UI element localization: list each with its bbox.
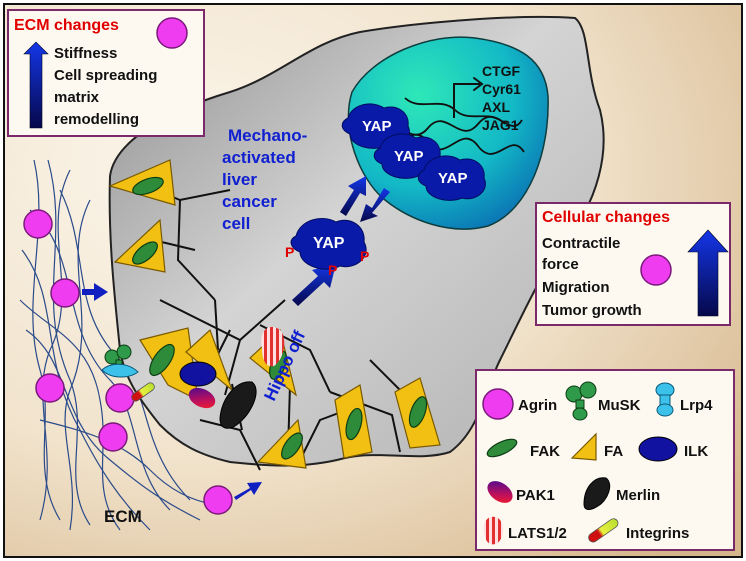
ecm-changes-item: remodelling [54,111,139,128]
musk-icon [565,381,597,421]
ecm-label: ECM [104,507,142,526]
legend-label: Lrp4 [680,397,713,414]
lats-icon [483,516,504,545]
cellular-changes-item: force [542,256,579,273]
transcription-arrow [453,77,484,118]
agrin-sphere-icon [156,17,188,49]
import-arrow [340,176,366,216]
legend-label: LATS1/2 [508,525,567,542]
hippo-off-arrow [292,264,336,306]
ecm-changes-item: Stiffness [54,45,117,62]
phospho-label: P [360,248,369,264]
cellular-changes-item: Tumor growth [542,302,642,319]
ecm-changes-box: ECM changes Stiffness Cell spreading mat… [7,9,205,137]
ecm-changes-title: ECM changes [14,17,119,34]
pak1-icon [487,481,513,503]
yap-shuttle-arrows [340,176,390,222]
fa-complex [334,384,373,459]
legend-label: PAK1 [516,487,555,504]
cell-label-line: cancer [222,192,277,211]
target-genes: CTGF Cyr61 AXL JAG1 [482,63,525,133]
merlin-icon [583,477,611,510]
lrp4-receptor [101,363,139,378]
cell-type-label: Mechano- activated liver cancer cell [222,126,312,233]
cellular-changes-item: Migration [542,279,610,296]
legend: Agrin MuSK Lrp4 FAK FA ILK PAK1 Merlin L… [475,369,735,551]
lats-protein [261,326,285,367]
legend-label: Integrins [626,525,689,542]
integrin-receptor [131,382,155,402]
up-arrow-gradient-icon [23,41,49,129]
up-arrow-gradient-icon [687,229,729,317]
agrin-sphere-icon [640,254,672,286]
legend-label: FA [604,443,623,460]
nuclear-yap [341,103,486,201]
fa-complex [394,377,441,449]
cellular-changes-box: Cellular changes Contractile force Migra… [535,202,731,326]
phospho-label: P [285,244,294,260]
fa-complex [108,159,176,206]
phospho-label: P [328,262,337,278]
pak1-protein [188,387,216,409]
legend-label: Agrin [518,397,557,414]
nuclear-yap-label: YAP [394,148,423,165]
target-gene: AXL [482,99,510,115]
ilk-protein [179,361,217,387]
legend-label: ILK [684,443,708,460]
merlin-protein [219,381,257,429]
fak-icon [486,438,518,458]
ecm-changes-item: Cell spreading [54,67,157,84]
lrp4-icon [655,382,675,417]
target-gene: JAG1 [482,117,519,133]
legend-label: FAK [530,443,560,460]
nucleus [347,36,549,230]
fa-complex [113,218,166,273]
cell-label-line: cell [222,214,250,233]
ilk-icon [638,436,678,462]
receptor-complex [101,326,285,429]
cellular-changes-item: Contractile [542,235,620,252]
cytoplasmic-yap-label: YAP [313,235,345,252]
ecm-agrin-spheres [23,209,233,515]
cell-label-line: liver [222,170,257,189]
export-arrow [360,188,390,222]
cytoplasmic-yap [290,218,367,270]
target-gene: Cyr61 [482,81,521,97]
ecm-changes-item: matrix [54,89,100,106]
legend-label: Merlin [616,487,660,504]
fa-complex [256,418,307,469]
cellular-changes-title: Cellular changes [542,209,670,226]
target-gene: CTGF [482,63,521,79]
ecm-arrows [82,283,262,500]
nuclear-yap-label: YAP [362,118,391,135]
focal-adhesions [108,159,441,469]
agrin-icon [482,388,514,420]
integrins-icon [588,518,619,543]
fa-icon [570,432,597,461]
cell-label-line: activated [222,148,296,167]
legend-label: MuSK [598,397,641,414]
nuclear-yap-label: YAP [438,170,467,187]
cell-label-line: Mechano- [228,126,307,145]
